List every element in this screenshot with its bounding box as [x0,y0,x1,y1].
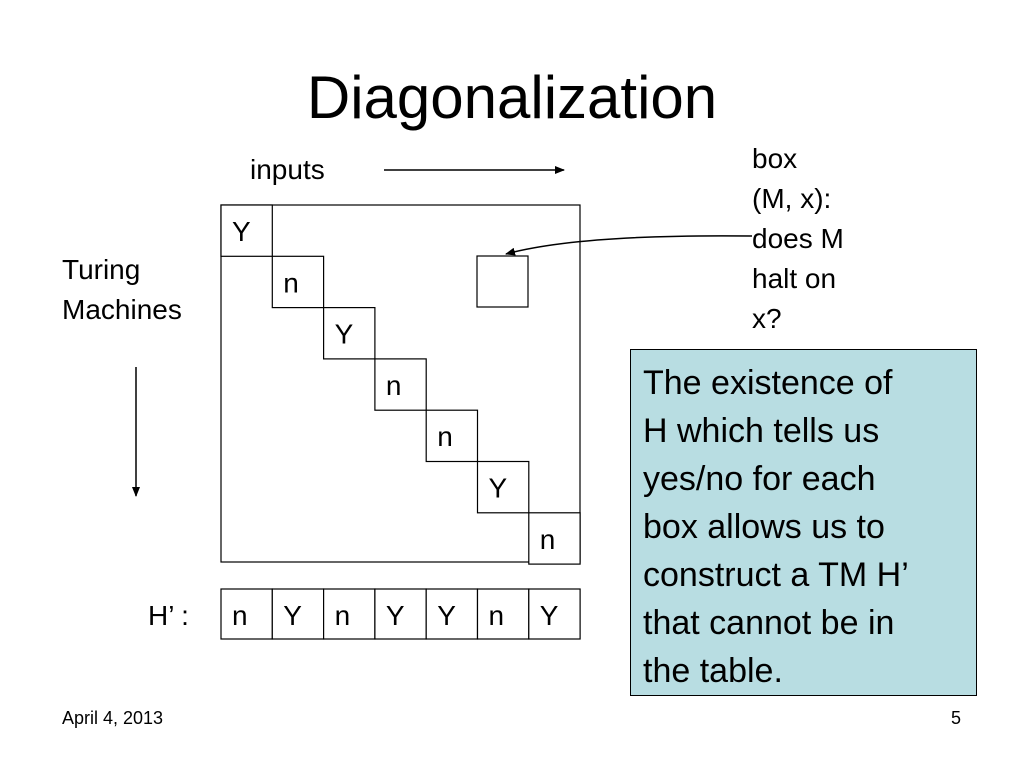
footer-date: April 4, 2013 [62,708,164,728]
h-prime-cell-value: Y [437,600,456,631]
h-prime-cell [220,588,273,640]
h-prime-cell [528,588,581,640]
diagonal-cell [323,307,376,360]
box-callout-line-2: (M, x): [752,183,832,214]
h-prime-cell [425,588,479,640]
machine-input-table [220,204,581,563]
slide-title: Diagonalization [306,64,718,131]
diagonal-cell [220,204,273,257]
existence-info-box: The existence of H which tells us yes/no… [630,349,977,696]
box-callout-line-4: halt on [752,263,837,294]
h-prime-label: H’ : [148,600,189,631]
info-line-7: the table. [643,652,783,690]
h-prime-cell-value: n [489,600,505,631]
info-line-2: H which tells us [643,412,880,450]
info-line-4: box allows us to [643,508,885,546]
info-line-1: The existence of [643,364,893,402]
diagonal-cell [374,358,427,411]
h-prime-cell [476,588,530,640]
h-prime-cell-value: Y [386,600,405,631]
box-callout-text: box (M, x): does M halt on x? [752,139,844,339]
diagonal-cell-value: Y [489,473,508,504]
box-callout-line-5: x? [752,303,782,334]
highlighted-box [476,255,529,308]
h-prime-cell-value: n [232,600,248,631]
info-line-5: construct a TM H’ [643,556,909,594]
turing-machines-line-1: Turing [62,254,141,285]
diagonal-cell [425,409,479,463]
callout-arrow [505,235,753,256]
turing-machines-label: Turing Machines [62,250,182,330]
diagonal-cell [476,460,530,514]
h-prime-cell [323,588,376,640]
diagonal-cell-value: n [437,421,453,452]
diagonal-cell-value: Y [335,319,354,350]
diagonal-cell-value: n [540,524,556,555]
turing-machines-line-2: Machines [62,294,182,325]
box-callout-line-1: box [752,143,798,174]
h-prime-cell-value: n [335,600,351,631]
diagonal-cell [271,255,325,309]
h-prime-cell-value: Y [283,600,302,631]
info-line-6: that cannot be in [643,604,895,642]
info-line-3: yes/no for each [643,460,876,498]
box-callout-line-3: does M [752,223,844,254]
inputs-label: inputs [250,154,325,185]
diagonal-cell [528,512,581,565]
page-number: 5 [951,708,962,728]
diagonal-cell-value: n [283,267,299,298]
diagonal-cell-value: n [386,370,402,401]
diagonal-cell-value: Y [232,216,251,247]
h-prime-cell-value: Y [540,600,559,631]
